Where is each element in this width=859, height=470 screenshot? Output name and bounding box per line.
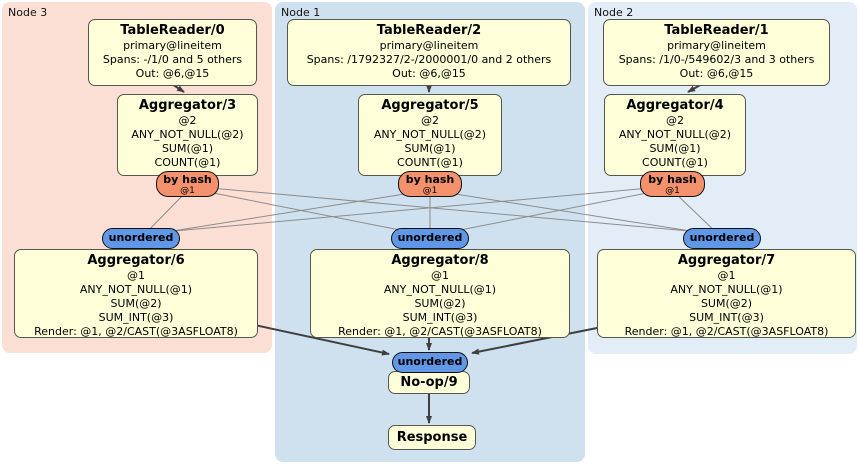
processor-detail: ANY_NOT_NULL(@2) — [618, 128, 732, 141]
processor-title: Aggregator/7 — [677, 253, 776, 268]
aggregator-7-box: Aggregator/7 @1 ANY_NOT_NULL(@1) SUM(@2)… — [597, 249, 856, 338]
router-label: by hash — [405, 173, 455, 186]
processor-detail: ANY_NOT_NULL(@1) — [670, 283, 783, 296]
processor-detail: @2 — [178, 114, 197, 127]
processor-detail: SUM_INT(@3) — [402, 311, 478, 324]
processor-title: Aggregator/6 — [87, 253, 185, 268]
processor-detail: @1 — [431, 269, 449, 282]
processor-detail: @1 — [127, 269, 145, 282]
aggregator-5-box: Aggregator/5 @2 ANY_NOT_NULL(@2) SUM(@1)… — [358, 94, 502, 176]
aggregator-6-box: Aggregator/6 @1 ANY_NOT_NULL(@1) SUM(@2)… — [14, 249, 258, 338]
hash-router-pill: by hash @1 — [398, 171, 462, 197]
processor-detail: Render: @1, @2/CAST(@3ASFLOAT8) — [624, 325, 829, 338]
processor-detail: SUM(@2) — [700, 297, 753, 310]
processor-detail: ANY_NOT_NULL(@2) — [373, 128, 487, 141]
processor-title: Aggregator/4 — [626, 98, 724, 113]
processor-detail: Spans: -/1/0 and 5 others — [102, 53, 243, 66]
aggregator-8-box: Aggregator/8 @1 ANY_NOT_NULL(@1) SUM(@2)… — [310, 249, 570, 338]
processor-detail: @2 — [421, 114, 439, 127]
router-stream-label: @1 — [422, 186, 438, 196]
processor-detail: Out: @6,@15 — [135, 67, 210, 80]
processor-title: Aggregator/8 — [391, 253, 489, 268]
router-stream-label: @1 — [180, 186, 195, 196]
processor-detail: primary@lineitem — [667, 39, 766, 52]
processor-detail: SUM(@2) — [414, 297, 466, 310]
processor-detail: COUNT(@1) — [154, 156, 221, 169]
node-2-label: Node 2 — [594, 6, 634, 19]
processor-detail: SUM(@2) — [110, 297, 162, 310]
table-reader-1-box: TableReader/1 primary@lineitem Spans: /1… — [603, 19, 830, 86]
unordered-sync-pill: unordered — [391, 228, 469, 249]
processor-detail: SUM_INT(@3) — [98, 311, 174, 324]
processor-title: Aggregator/5 — [381, 98, 479, 113]
router-stream-label: @1 — [665, 186, 680, 196]
hash-router-pill: by hash @1 — [640, 171, 705, 197]
processor-detail: @2 — [666, 114, 684, 127]
node-3-label: Node 3 — [8, 6, 48, 19]
processor-detail: Spans: /1792327/2-/2000001/0 and 2 other… — [306, 53, 552, 66]
unordered-sync-pill: unordered — [102, 228, 180, 249]
noop-box: No-op/9 — [388, 371, 470, 394]
processor-title: TableReader/0 — [120, 23, 225, 38]
processor-title: Aggregator/3 — [138, 98, 237, 113]
processor-detail: SUM(@1) — [649, 142, 701, 155]
router-label: by hash — [163, 173, 212, 186]
response-box: Response — [388, 425, 476, 450]
processor-detail: Spans: /1/0-/549602/3 and 3 others — [618, 53, 815, 66]
processor-detail: COUNT(@1) — [642, 156, 708, 169]
node-1-label: Node 1 — [281, 6, 321, 19]
table-reader-0-box: TableReader/0 primary@lineitem Spans: -/… — [88, 19, 257, 86]
processor-detail: Render: @1, @2/CAST(@3ASFLOAT8) — [34, 325, 238, 338]
processor-detail: Out: @6,@15 — [392, 67, 466, 80]
final-unordered-sync-pill: unordered — [392, 352, 468, 373]
processor-detail: SUM(@1) — [404, 142, 456, 155]
processor-detail: SUM(@1) — [161, 142, 214, 155]
processor-detail: ANY_NOT_NULL(@1) — [383, 283, 497, 296]
aggregator-3-box: Aggregator/3 @2 ANY_NOT_NULL(@2) SUM(@1)… — [117, 94, 258, 176]
processor-detail: ANY_NOT_NULL(@2) — [131, 128, 244, 141]
processor-detail: SUM_INT(@3) — [689, 311, 764, 324]
processor-detail: ANY_NOT_NULL(@1) — [79, 283, 193, 296]
processor-detail: Render: @1, @2/CAST(@3ASFLOAT8) — [338, 325, 542, 338]
processor-detail: COUNT(@1) — [397, 156, 463, 169]
router-label: by hash — [648, 173, 697, 186]
processor-title: TableReader/1 — [664, 23, 769, 38]
hash-router-pill: by hash @1 — [156, 171, 219, 197]
processor-detail: @1 — [717, 269, 736, 282]
processor-detail: primary@lineitem — [123, 39, 222, 52]
aggregator-4-box: Aggregator/4 @2 ANY_NOT_NULL(@2) SUM(@1)… — [604, 94, 746, 176]
processor-detail: primary@lineitem — [379, 39, 479, 52]
unordered-sync-pill: unordered — [683, 228, 761, 249]
table-reader-2-box: TableReader/2 primary@lineitem Spans: /1… — [287, 19, 571, 86]
processor-detail: Out: @6,@15 — [679, 67, 754, 80]
processor-title: TableReader/2 — [376, 23, 482, 38]
